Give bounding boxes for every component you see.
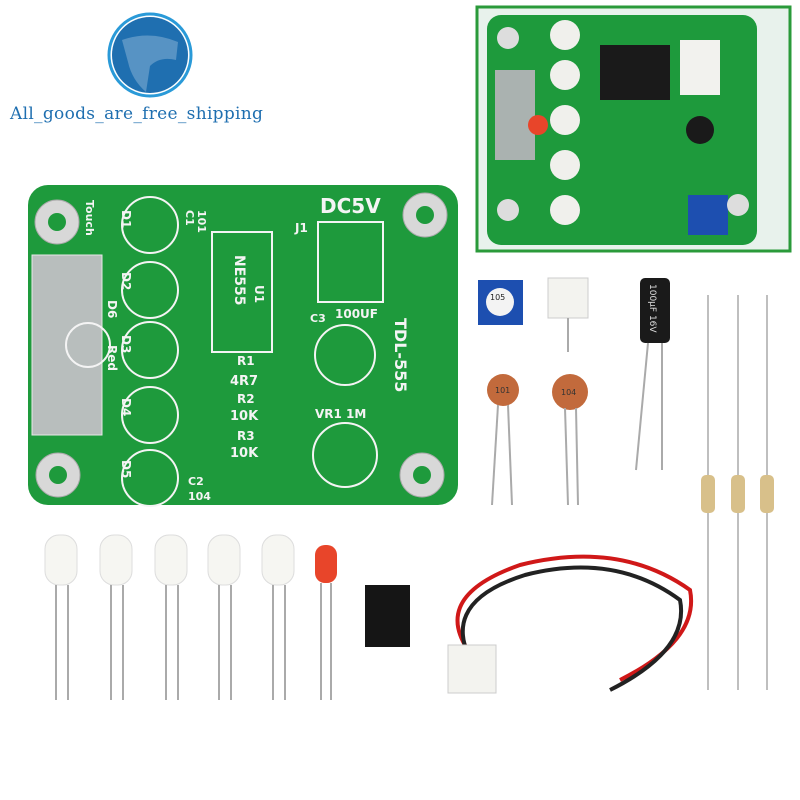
trimpot: 105: [478, 280, 523, 325]
pcb-label-chip-ref: U1: [252, 285, 266, 303]
pcb-label-touch: Touch: [83, 200, 96, 236]
pcb-label-model: TDL-555: [391, 318, 410, 392]
pcb-label-r2-value: 10K: [230, 409, 259, 424]
resistors: [701, 295, 774, 690]
pcb-label-d2: D2: [119, 272, 133, 290]
svg-text:104: 104: [561, 388, 576, 397]
electrolytic-capacitor: 100μF 16V: [635, 278, 670, 471]
pcb-label-vr1: VR1 1M: [315, 407, 366, 421]
pcb-label-c2-value: 104: [188, 490, 211, 503]
svg-text:105: 105: [490, 293, 505, 302]
pcb-label-d4: D4: [119, 398, 133, 416]
globe-icon: [107, 12, 193, 98]
pcb-label-c3: C3: [310, 312, 326, 325]
ceramic-capacitor-101: 101: [487, 374, 519, 506]
pcb-label-red: Red: [105, 345, 119, 371]
ne555-chip: [365, 585, 410, 647]
pcb-label-power: DC5V: [320, 194, 381, 218]
pcb-label-r1: R1: [237, 354, 255, 368]
watermark-text: All_goods_are_free_shipping: [10, 104, 264, 124]
pcb-label-r2: R2: [237, 392, 255, 406]
pcb-label-c3-value: 100UF: [335, 307, 378, 321]
svg-text:100μF 16V: 100μF 16V: [647, 284, 657, 333]
wire-harness: [447, 554, 694, 694]
red-led: [315, 545, 337, 700]
pcb-label-r3: R3: [237, 429, 255, 443]
svg-text:101: 101: [495, 386, 510, 395]
pcb-label-r3-value: 10K: [230, 446, 259, 461]
pcb-label-chip: NE555: [231, 255, 247, 306]
pcb-label-connector: J1: [294, 221, 308, 235]
pcb-label-c1-value: 101: [195, 210, 208, 233]
pcb-label-c2: C2: [188, 475, 204, 488]
pcb-label-c1: C1: [183, 210, 196, 226]
ceramic-capacitor-104: 104: [552, 374, 588, 506]
pcb-label-d6: D6: [105, 300, 119, 318]
pcb-label-d3: D3: [119, 335, 133, 353]
pcb-label-d5: D5: [119, 460, 133, 478]
pcb-label-d1: D1: [119, 210, 133, 228]
white-leds: [44, 534, 295, 700]
pcb-label-r1-value: 4R7: [230, 374, 258, 389]
jst-connector: [547, 277, 589, 352]
